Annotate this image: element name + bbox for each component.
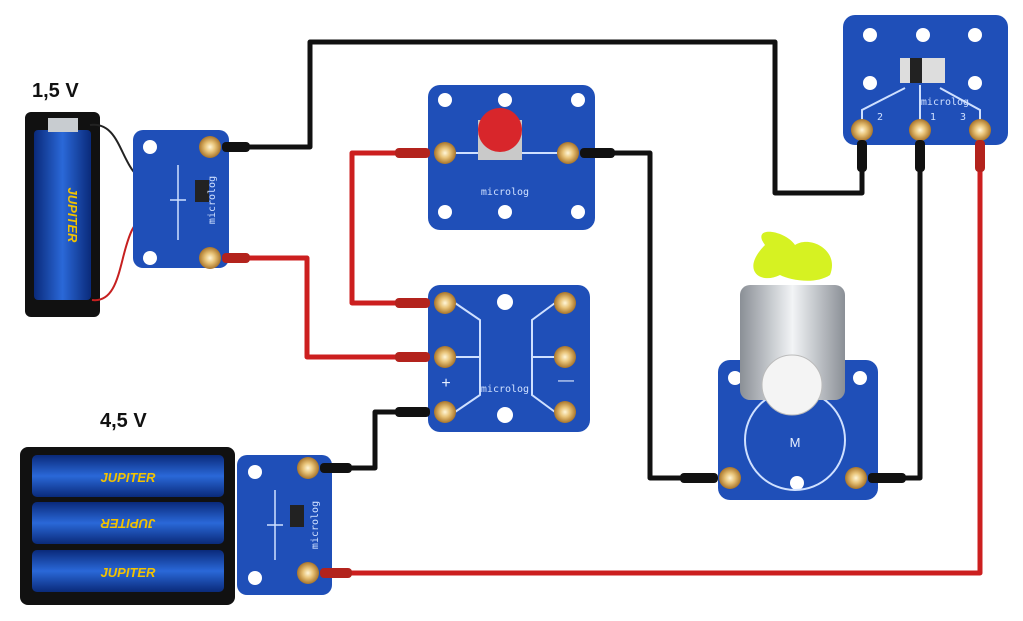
motor-symbol: M	[790, 435, 801, 450]
battery-board-small: microlog	[133, 130, 229, 268]
wire-red-battery-to-switch	[332, 165, 983, 576]
wire-red-button-to-dist	[349, 150, 420, 306]
svg-text:JUPITER: JUPITER	[101, 565, 157, 580]
svg-text:2: 2	[877, 112, 883, 123]
fan-blade	[753, 231, 832, 281]
svg-text:3: 3	[960, 112, 966, 123]
battery-board-large: microlog	[237, 455, 332, 595]
minus-sign: —	[558, 372, 574, 389]
red-push-button	[478, 108, 522, 152]
wire-black-battery-to-switch	[232, 39, 865, 196]
battery-holder-4-5v: JUPITER JUPITER JUPITER	[20, 447, 235, 605]
plus-sign: +	[441, 375, 450, 392]
distribution-board: + — microlog	[428, 285, 590, 432]
battery-label-4-5v: 4,5 V	[100, 410, 147, 432]
wire-black-button-to-motor	[588, 150, 700, 481]
wire-black-motor-to-switch	[882, 165, 923, 481]
motor-board: M	[718, 231, 878, 500]
svg-text:JUPITER: JUPITER	[101, 470, 157, 485]
battery-holder-1-5v: JUPITER	[25, 112, 151, 317]
wire-black-dist-to-battery	[332, 409, 420, 471]
svg-text:microlog: microlog	[921, 97, 969, 108]
battery-label-1-5v: 1,5 V	[32, 80, 79, 102]
wire-red-battery-to-dist	[232, 255, 420, 360]
svg-text:1: 1	[930, 112, 936, 123]
svg-text:microlog: microlog	[481, 384, 529, 395]
svg-text:microlog: microlog	[310, 501, 321, 549]
battery-brand: JUPITER	[65, 188, 80, 244]
svg-text:microlog: microlog	[481, 187, 529, 198]
banana-plugs	[222, 140, 985, 578]
push-button-board: microlog	[428, 85, 595, 230]
terminals	[199, 119, 991, 584]
svg-text:microlog: microlog	[207, 176, 218, 224]
svg-text:JUPITER: JUPITER	[100, 516, 156, 531]
